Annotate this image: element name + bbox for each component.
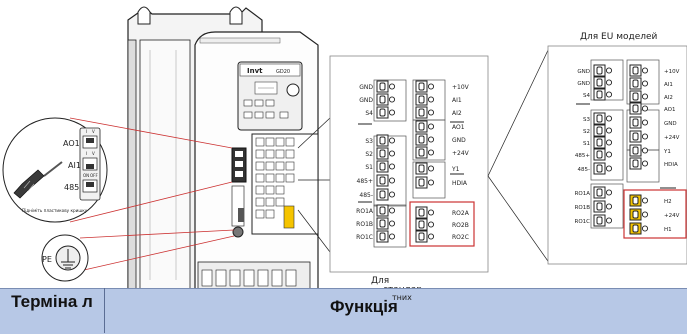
switch-mark: ON	[83, 173, 89, 178]
terminal-label: RO2A	[452, 210, 470, 217]
terminal-label: 485+	[357, 178, 373, 185]
standard-caption-3: тних	[392, 293, 412, 302]
switch-mark: OFF	[90, 173, 98, 178]
model-label: GD20	[276, 69, 290, 75]
terminal-label: S3	[365, 138, 373, 145]
terminal-label: RO1A	[356, 208, 374, 215]
keypad-button[interactable]	[280, 112, 288, 118]
switch-mark: I	[86, 129, 87, 134]
header-function: Функція	[330, 297, 398, 317]
keypad-knob[interactable]	[287, 84, 299, 96]
terminal-label: RO2B	[452, 222, 469, 229]
switch-label-ai1: AI1	[68, 161, 81, 170]
switch-label-485: 485	[64, 183, 79, 192]
terminal-label: AI2	[664, 95, 673, 101]
terminal-label: GND	[359, 84, 373, 91]
terminal-label: 485-	[578, 167, 590, 173]
cover-note: Підніміть пластикову кришку	[22, 208, 88, 213]
keypad-button[interactable]	[266, 100, 274, 106]
terminal-label: S2	[365, 151, 373, 158]
terminal-label: RO1C	[575, 219, 591, 225]
terminal-label: RO2C	[452, 234, 469, 241]
terminal-label: S3	[583, 117, 590, 123]
terminal-label: S1	[365, 164, 373, 171]
terminal-label: S1	[583, 141, 590, 147]
terminal-label: +24V	[664, 213, 680, 219]
terminal-label: +10V	[452, 84, 470, 91]
terminal-label: 485-	[359, 192, 373, 199]
terminal-label: AO1	[452, 124, 465, 131]
terminal-label: 485+	[575, 153, 590, 159]
terminal-label: RO1B	[575, 205, 591, 211]
terminal-label: GND	[577, 69, 590, 75]
terminal-label: Y1	[663, 149, 671, 155]
terminal-label: HDIA	[664, 162, 678, 168]
terminal-label: H1	[664, 227, 672, 233]
keypad-button[interactable]	[255, 100, 263, 106]
terminal-label: +24V	[664, 135, 680, 141]
terminal-label: +10V	[664, 69, 680, 75]
terminal-label: Y1	[451, 166, 460, 173]
keypad-button[interactable]	[266, 112, 274, 118]
terminal-label: H2	[664, 199, 672, 205]
terminal-label: S2	[583, 129, 590, 135]
terminal-label: AO1	[664, 107, 676, 113]
switch-label-ao1: AO1	[63, 139, 80, 148]
terminal-label: S4	[365, 110, 373, 117]
switch-mark: V	[92, 151, 95, 156]
mount-hole-left	[138, 7, 150, 24]
keypad-button[interactable]	[244, 112, 252, 118]
mount-hole-right	[230, 7, 242, 24]
terminal-label: S4	[583, 93, 590, 99]
switch-mark: V	[92, 129, 95, 134]
terminal-label: AI1	[452, 97, 462, 104]
switch-mark: I	[86, 151, 87, 156]
terminal-label: GND	[664, 121, 677, 127]
terminal-label: GND	[359, 97, 373, 104]
sto-terminal-drive	[284, 206, 294, 228]
terminal-label: GND	[577, 81, 590, 87]
terminal-label: HDIA	[452, 180, 468, 187]
header-terminal: Терміна л	[4, 292, 100, 312]
keypad-button[interactable]	[255, 112, 263, 118]
terminal-label: RO1C	[356, 234, 373, 241]
drive-unit: Invt GD20	[128, 7, 318, 290]
terminal-label: RO1A	[575, 191, 591, 197]
keypad-button[interactable]	[244, 100, 252, 106]
pe-label: PE	[42, 255, 52, 264]
terminal-label: AI2	[452, 110, 462, 117]
eu-panel-title: Для EU моделей	[580, 32, 658, 42]
terminal-label: GND	[452, 137, 466, 144]
brand-logo: Invt	[247, 67, 263, 75]
terminal-label: +24V	[452, 150, 470, 157]
terminal-label: RO1B	[356, 221, 373, 228]
power-terminals	[202, 270, 296, 286]
terminal-label: AI1	[664, 82, 673, 88]
pe-screw-drive	[233, 227, 243, 237]
